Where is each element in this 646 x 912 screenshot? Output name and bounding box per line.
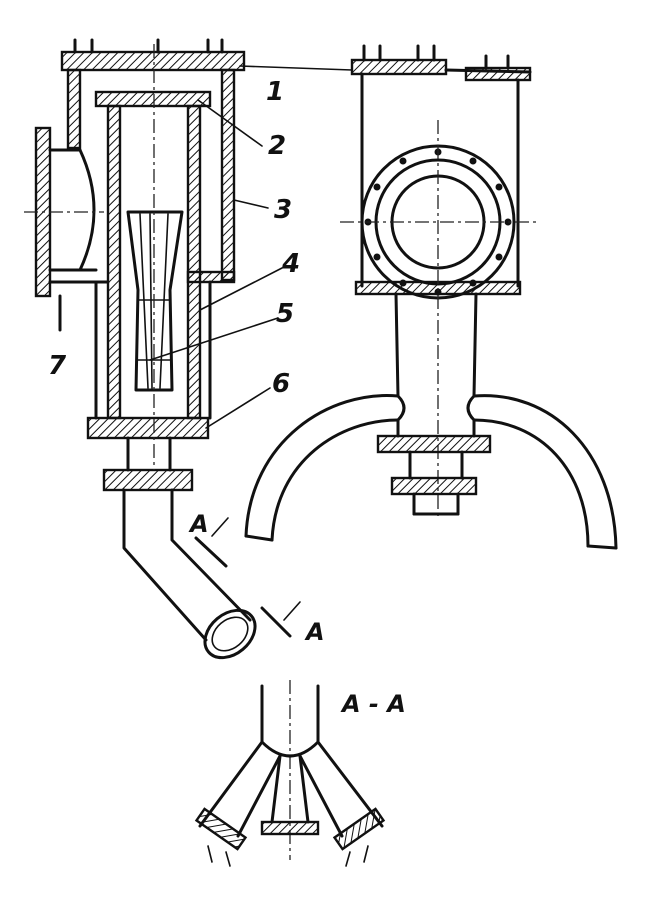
left-elbow [244,394,400,538]
outer-wall-right [220,68,236,282]
right-lower-flange-2 [390,476,478,496]
callout-4: 4 [281,249,300,279]
section-center-flange [260,820,320,836]
section-title: A - A [340,690,406,718]
callout-1: 1 [266,77,284,107]
left-sectional-view: A A [24,38,325,660]
right-side-view [244,44,618,550]
section-marker-lower: A [304,618,325,646]
callout-6: 6 [272,369,290,399]
right-elbow [472,394,618,550]
inner-plate [94,90,212,108]
section-a-a-view: A - A [194,680,406,867]
section-left-flange [194,807,248,851]
callout-5: 5 [276,299,294,329]
right-lower-flange-1 [376,434,492,454]
nozzle-cone [126,210,184,392]
outlet-pipe [122,510,208,642]
inner-tube-left [106,104,122,420]
callouts: 1 2 3 4 5 6 7 [48,65,353,429]
right-top-flange [350,58,448,76]
section-marker-upper: A [188,510,209,538]
side-inlet [48,148,110,332]
callout-2: 2 [268,131,286,161]
right-top-flange-2 [464,66,532,82]
pipe-end [203,608,257,660]
top-flange [60,50,246,72]
flange-bolts [73,38,224,54]
callout-3: 3 [274,195,292,225]
bottom-flange [86,416,210,440]
callout-7: 7 [48,351,67,381]
lower-flange [102,468,194,492]
section-right-flange [332,807,386,851]
outer-wall-left [66,68,82,150]
inner-tube-right [186,104,202,420]
